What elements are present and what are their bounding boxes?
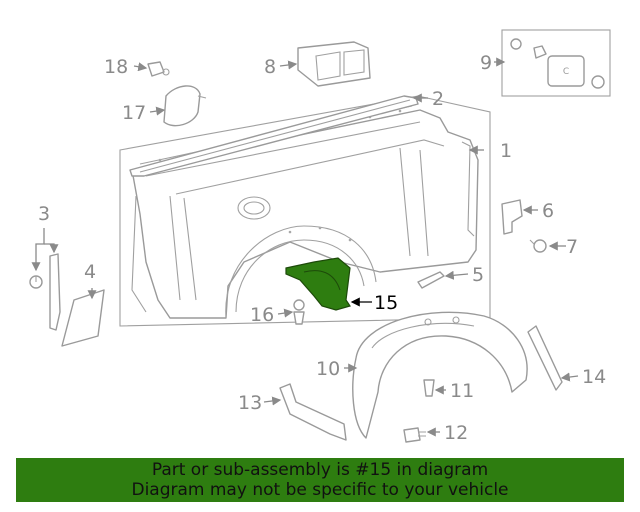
callout-13: 13 [238, 392, 262, 414]
strip-part-5 [417, 271, 445, 289]
highlighted-part-15 [285, 257, 351, 311]
callout-2: 2 [432, 88, 444, 110]
liner-part-10 [352, 311, 528, 439]
bracket-part-6 [501, 199, 523, 235]
callout-17: 17 [122, 102, 146, 124]
callout-15: 15 [374, 292, 398, 314]
cover-kit-part-9: C [501, 29, 611, 97]
clip-part-11 [423, 379, 435, 397]
callout-14: 14 [582, 366, 606, 388]
housing-part-8 [297, 41, 371, 87]
leader-lines [31, 57, 579, 437]
callout-4: 4 [84, 261, 96, 283]
pad-part-4 [61, 289, 105, 347]
clip-part-18 [147, 61, 170, 77]
strip-part-14 [527, 325, 563, 391]
callout-11: 11 [450, 380, 474, 402]
info-banner: Part or sub-assembly is #15 in diagram D… [16, 458, 624, 502]
bracket-part-13 [279, 383, 347, 441]
callout-16: 16 [250, 304, 274, 326]
molding-part-3 [29, 253, 61, 331]
banner-line-1: Part or sub-assembly is #15 in diagram [151, 460, 489, 480]
callout-8: 8 [264, 56, 276, 78]
callout-6: 6 [542, 200, 554, 222]
bolt-part-12 [403, 427, 426, 443]
callout-5: 5 [472, 264, 484, 286]
fuel-door-part-17 [163, 85, 207, 127]
top-rail-part [129, 95, 419, 177]
bed-side-panel-part [119, 95, 491, 327]
bolt-part-16 [293, 299, 305, 325]
callout-3: 3 [38, 203, 50, 225]
svg-text:C: C [563, 67, 569, 77]
callout-9: 9 [480, 52, 492, 74]
bolt-part-7 [529, 239, 547, 253]
callout-12: 12 [444, 422, 468, 444]
callout-1: 1 [500, 140, 512, 162]
callout-10: 10 [316, 358, 340, 380]
callout-18: 18 [104, 56, 128, 78]
banner-line-2: Diagram may not be specific to your vehi… [131, 480, 509, 500]
callout-7: 7 [566, 236, 578, 258]
